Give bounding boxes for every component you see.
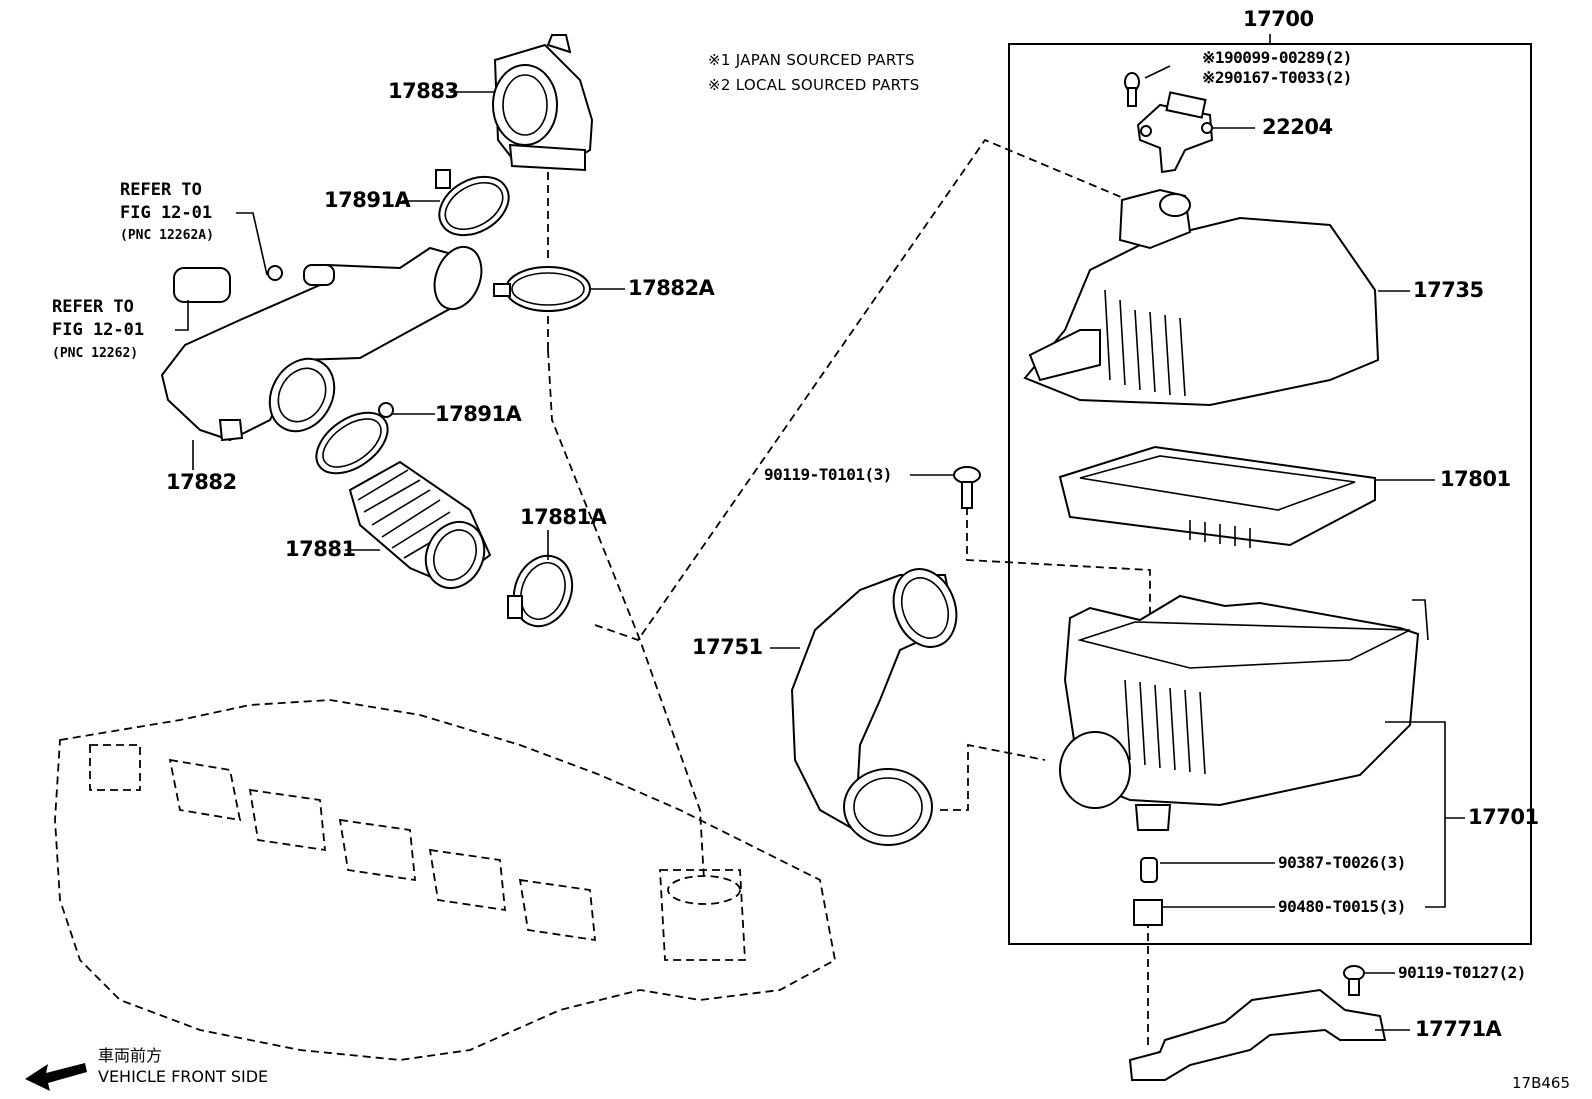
- part-22204-sensor: [1136, 91, 1214, 174]
- refer-to-fig-2: FIG 12-01: [52, 320, 145, 340]
- part-label-17771a: 17771A: [1415, 1017, 1502, 1041]
- part-label-17751: 17751: [692, 635, 763, 659]
- refer-to-title-2: REFER TO: [52, 297, 134, 317]
- grommet-90480: [1133, 899, 1163, 926]
- note-local-sourced: ※2 LOCAL SOURCED PARTS: [708, 76, 920, 94]
- part-17891a-clamp-top: [435, 169, 510, 237]
- part-17883-housing: [492, 34, 594, 172]
- part-label-22204: 22204: [1262, 115, 1333, 139]
- direction-label-en: VEHICLE FRONT SIDE: [98, 1067, 269, 1086]
- bolt-90099: [1124, 72, 1140, 107]
- part-17735-upper-case: [1023, 188, 1380, 407]
- note-japan-sourced: ※1 JAPAN SOURCED PARTS: [708, 51, 915, 69]
- part-label-90119-t0101: 90119-T0101(3): [764, 465, 892, 484]
- part-label-90387-t0026: 90387-T0026(3): [1278, 853, 1406, 872]
- part-17771a-bracket: [1128, 988, 1387, 1081]
- front-arrow-icon: [25, 1063, 87, 1091]
- leader-lines: [175, 65, 1465, 1031]
- part-17751-hose: [790, 568, 958, 846]
- part-label-17700: 17700: [1243, 7, 1314, 31]
- part-17801-filter: [1058, 445, 1376, 548]
- part-label-17735: 17735: [1413, 278, 1484, 302]
- part-17882-pipe: [160, 246, 483, 442]
- engine-phantom: [54, 699, 837, 1061]
- part-label-17881: 17881: [285, 537, 356, 561]
- part-label-90119-t0127: 90119-T0127(2): [1398, 963, 1526, 982]
- part-label-17881a: 17881A: [520, 505, 607, 529]
- dashed-guide-lines: [547, 138, 1151, 1050]
- part-label-17891a-mid: 17891A: [435, 402, 522, 426]
- part-17891a-clamp-mid: [315, 402, 394, 475]
- part-label-17801: 17801: [1440, 467, 1511, 491]
- bolt-90119-t0101: [953, 466, 981, 509]
- refer-to-fig-1: FIG 12-01: [120, 203, 213, 223]
- bolt-90119-t0127: [1343, 965, 1365, 996]
- part-17701-lower-case: [1059, 594, 1429, 831]
- part-17881a-clamp: [507, 554, 574, 628]
- refer-to-pnc-1: (PNC 12262A): [120, 228, 214, 243]
- part-label-17891a-top: 17891A: [324, 188, 411, 212]
- collar-90387: [1140, 857, 1158, 883]
- part-label-17882: 17882: [166, 470, 237, 494]
- refer-to-pnc-2: (PNC 12262): [52, 346, 139, 361]
- refer-to-title-1: REFER TO: [120, 180, 202, 200]
- part-label-17883: 17883: [388, 79, 459, 103]
- part-label-bolt-90167: ※290167-T0033(2): [1202, 68, 1352, 87]
- part-label-bolt-90099: ※190099-00289(2): [1202, 48, 1352, 67]
- part-label-17882a: 17882A: [628, 276, 715, 300]
- direction-label-jp: 車両前方: [98, 1046, 163, 1065]
- part-label-90480-t0015: 90480-T0015(3): [1278, 897, 1406, 916]
- part-17882a-band: [493, 266, 591, 312]
- part-17881-hose: [348, 460, 492, 590]
- figure-id: 17B465: [1512, 1074, 1571, 1092]
- part-label-17701: 17701: [1468, 805, 1539, 829]
